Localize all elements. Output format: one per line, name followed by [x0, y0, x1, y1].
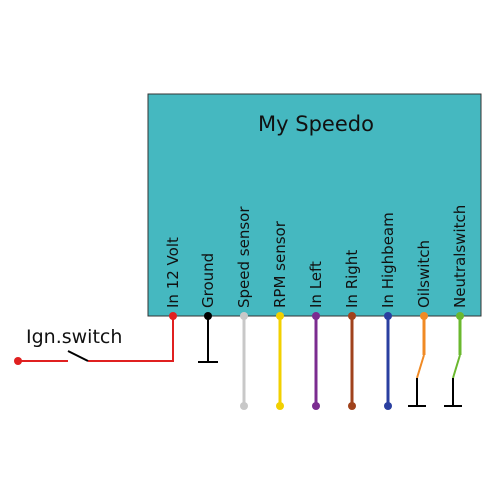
wire-end-rpm-sensor	[276, 402, 284, 410]
pin-label-in-12-volt: In 12 Volt	[164, 237, 182, 308]
pin-label-in-right: In Right	[343, 250, 361, 308]
switch-lever-neutralswitch	[452, 354, 461, 379]
pin-labels-group: In 12 Volt Ground Speed sensor RPM sensor In…	[164, 205, 469, 308]
pin-label-in-left: In Left	[307, 261, 325, 308]
pin-label-oilswitch: Oilswitch	[415, 240, 433, 308]
pin-label-neutralswitch: Neutralswitch	[451, 205, 469, 308]
switch-lever-oilswitch	[416, 354, 425, 379]
speedo-box	[147, 93, 482, 317]
pin-label-in-highbeam: In Highbeam	[379, 212, 397, 308]
wire-end-in-right	[348, 402, 356, 410]
pin-label-speed-sensor: Speed sensor	[235, 206, 253, 308]
device-title: My Speedo	[258, 112, 374, 136]
wire-end-in-highbeam	[384, 402, 392, 410]
pin-label-rpm-sensor: RPM sensor	[271, 220, 289, 308]
ign-switch-label: Ign.switch	[26, 326, 122, 348]
pin-label-ground: Ground	[199, 253, 217, 308]
wire-end-in-left	[312, 402, 320, 410]
wires-group	[14, 312, 464, 410]
wire-in-12-volt	[88, 316, 174, 362]
ign-switch-lever	[67, 350, 89, 362]
wire-end-speed-sensor	[240, 402, 248, 410]
ign-switch-end-dot	[14, 357, 22, 365]
